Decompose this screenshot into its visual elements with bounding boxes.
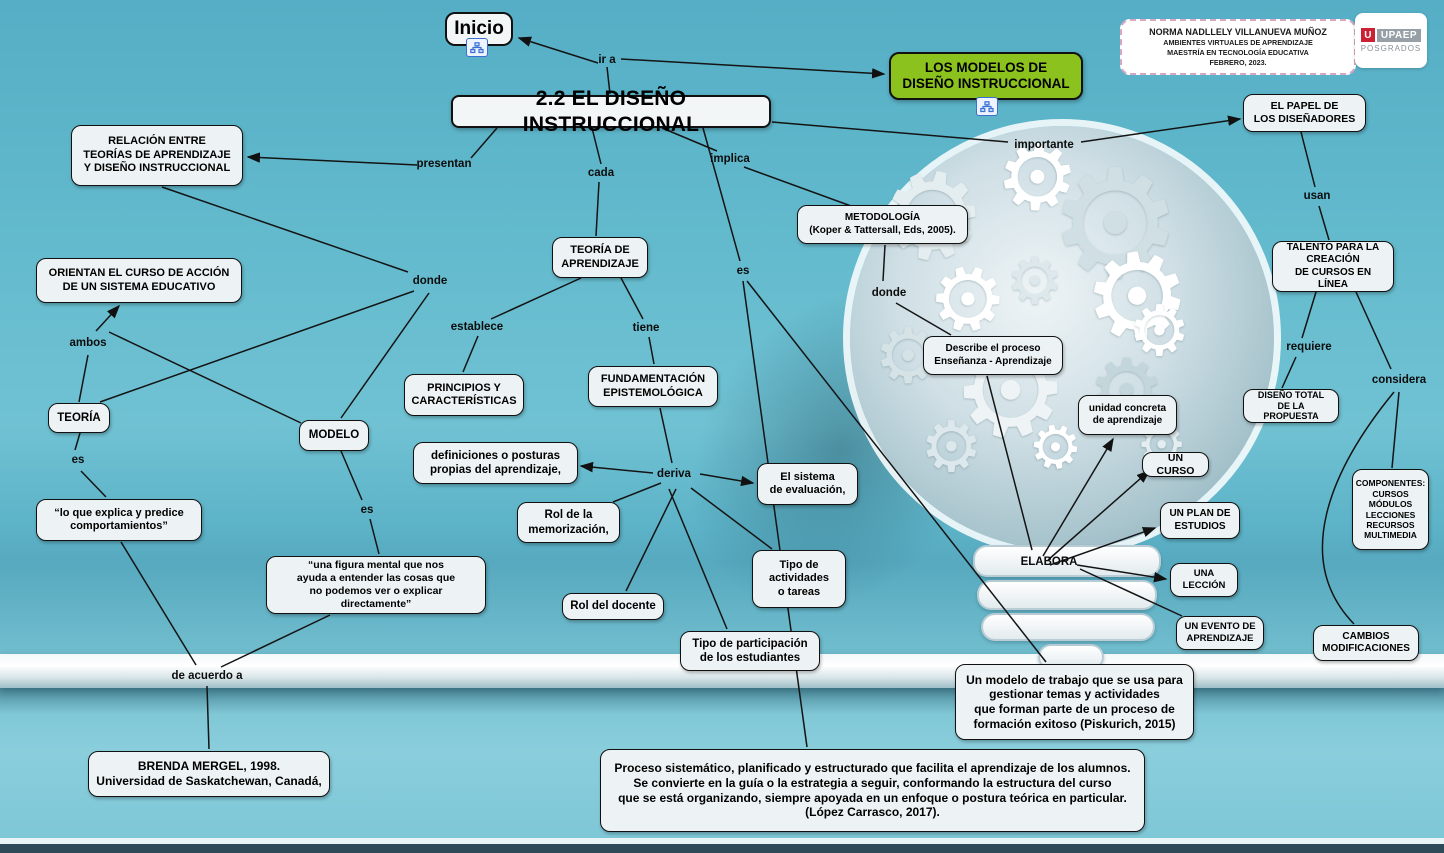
label-presentan: presentan	[416, 158, 472, 170]
label-de-acuerdo-a: de acuerdo a	[171, 670, 243, 682]
node-brenda[interactable]: BRENDA MERGEL, 1998. Universidad de Sask…	[88, 751, 330, 797]
upaep-wordmark: UPAEP	[1376, 28, 1422, 42]
node-cambios[interactable]: CAMBIOS MODIFICACIONES	[1313, 625, 1419, 661]
node-teoria-aprendizaje[interactable]: TEORÍA DE APRENDIZAJE	[552, 237, 648, 278]
label-usan: usan	[1303, 190, 1331, 202]
node-rol-docente[interactable]: Rol del docente	[562, 593, 664, 620]
node-relacion[interactable]: RELACIÓN ENTRE TEORÍAS DE APRENDIZAJE Y …	[71, 125, 243, 186]
label-donde-2: donde	[871, 287, 907, 299]
node-describe[interactable]: Describe el proceso Enseñanza - Aprendiz…	[923, 336, 1063, 375]
node-un-plan[interactable]: UN PLAN DE ESTUDIOS	[1160, 502, 1240, 539]
node-unidad[interactable]: unidad concreta de aprendizaje	[1078, 395, 1177, 435]
label-considera: considera	[1371, 374, 1427, 386]
node-title[interactable]: 2.2 EL DISEÑO INSTRUCCIONAL	[451, 87, 771, 136]
label-ambos: ambos	[69, 337, 107, 349]
node-tipo-participacion[interactable]: Tipo de participación de los estudiantes	[680, 631, 820, 671]
bulb-base-bar	[981, 613, 1155, 641]
bottom-dark-strip	[0, 844, 1444, 853]
gear-icon: ⚙	[1048, 138, 1183, 312]
label-implica: implica	[710, 153, 750, 165]
node-principios[interactable]: PRINCIPIOS Y CARACTERÍSTICAS	[404, 374, 524, 416]
node-diseno-total[interactable]: DISEÑO TOTAL DE LA PROPUESTA	[1243, 389, 1339, 423]
node-orientan[interactable]: ORIENTAN EL CURSO DE ACCIÓN DE UN SISTEM…	[36, 258, 242, 303]
bulb-base-bar	[977, 580, 1157, 610]
gear-icon: ⚙	[1006, 245, 1064, 319]
node-proceso[interactable]: Proceso sistemático, planificado y estru…	[600, 749, 1145, 832]
node-rol-memorizacion[interactable]: Rol de la memorización,	[517, 502, 620, 543]
label-elabora: ELABORA	[1020, 556, 1078, 568]
gear-icon: ⚙	[920, 406, 983, 488]
label-es-1: es	[736, 265, 750, 277]
node-talento[interactable]: TALENTO PARA LA CREACIÓN DE CURSOS EN LÍ…	[1272, 241, 1394, 292]
node-definiciones[interactable]: definiciones o posturas propias del apre…	[413, 442, 578, 484]
sitemap-link-icon-inicio[interactable]	[466, 38, 488, 57]
node-modelos-di[interactable]: LOS MODELOS DE DISEÑO INSTRUCCIONAL	[889, 52, 1083, 100]
lightbulb-gears-illustration	[843, 119, 1281, 557]
author-date: FEBRERO, 2023.	[1209, 57, 1267, 67]
node-metodologia[interactable]: METODOLOGÍA (Koper & Tattersall, Eds, 20…	[797, 205, 968, 244]
gear-icon: ⚙	[1128, 290, 1191, 372]
node-papel[interactable]: EL PAPEL DE LOS DISEÑADORES	[1243, 94, 1366, 132]
label-requiere: requiere	[1286, 341, 1332, 353]
label-es-3: es	[360, 504, 374, 516]
node-una-leccion[interactable]: UNA LECCIÓN	[1170, 563, 1238, 597]
node-componentes[interactable]: COMPONENTES: CURSOS MÓDULOS LECCIONES RE…	[1352, 469, 1429, 550]
node-modelo[interactable]: MODELO	[299, 420, 369, 451]
label-cada: cada	[587, 167, 615, 179]
bottom-light-strip	[0, 838, 1444, 844]
label-deriva: deriva	[657, 468, 691, 480]
node-fundamentacion[interactable]: FUNDAMENTACIÓN EPISTEMOLÓGICA	[588, 366, 718, 407]
node-un-evento[interactable]: UN EVENTO DE APRENDIZAJE	[1176, 616, 1264, 650]
node-sistema-evaluacion[interactable]: El sistema de evaluación,	[757, 463, 858, 505]
node-tipo-actividades[interactable]: Tipo de actividades o tareas	[752, 550, 846, 608]
bulb-base-bar	[973, 545, 1161, 577]
upaep-logo-card: U UPAEP POSGRADOS	[1355, 13, 1427, 68]
label-importante: importante	[1014, 139, 1074, 151]
node-teoria[interactable]: TEORÍA	[48, 403, 110, 433]
node-modelo-trabajo[interactable]: Un modelo de trabajo que se usa para ges…	[955, 664, 1194, 740]
node-quote-modelo[interactable]: “una figura mental que nos ayuda a enten…	[266, 556, 486, 614]
upaep-u-icon: U	[1360, 28, 1375, 42]
shelf-shadow	[0, 688, 1444, 714]
label-tiene: tiene	[632, 322, 660, 334]
sitemap-link-icon-modelos[interactable]	[976, 97, 998, 116]
node-quote-teoria[interactable]: “lo que explica y predice comportamiento…	[36, 499, 202, 541]
author-info-card: NORMA NADLLELY VILLANUEVA MUÑOZ AMBIENTE…	[1120, 19, 1356, 75]
label-donde-1: donde	[412, 275, 448, 287]
author-name: NORMA NADLLELY VILLANUEVA MUÑOZ	[1149, 27, 1327, 38]
node-un-curso[interactable]: UN CURSO	[1142, 452, 1209, 477]
label-es-2: es	[71, 454, 85, 466]
label-ir-a: ir a	[598, 54, 616, 66]
author-program: MAESTRÍA EN TECNOLOGÍA EDUCATIVA	[1167, 48, 1309, 58]
author-course: AMBIENTES VIRTUALES DE APRENDIZAJE	[1163, 38, 1313, 48]
upaep-posgrados-label: POSGRADOS	[1360, 44, 1422, 53]
label-establece: establece	[450, 321, 504, 333]
